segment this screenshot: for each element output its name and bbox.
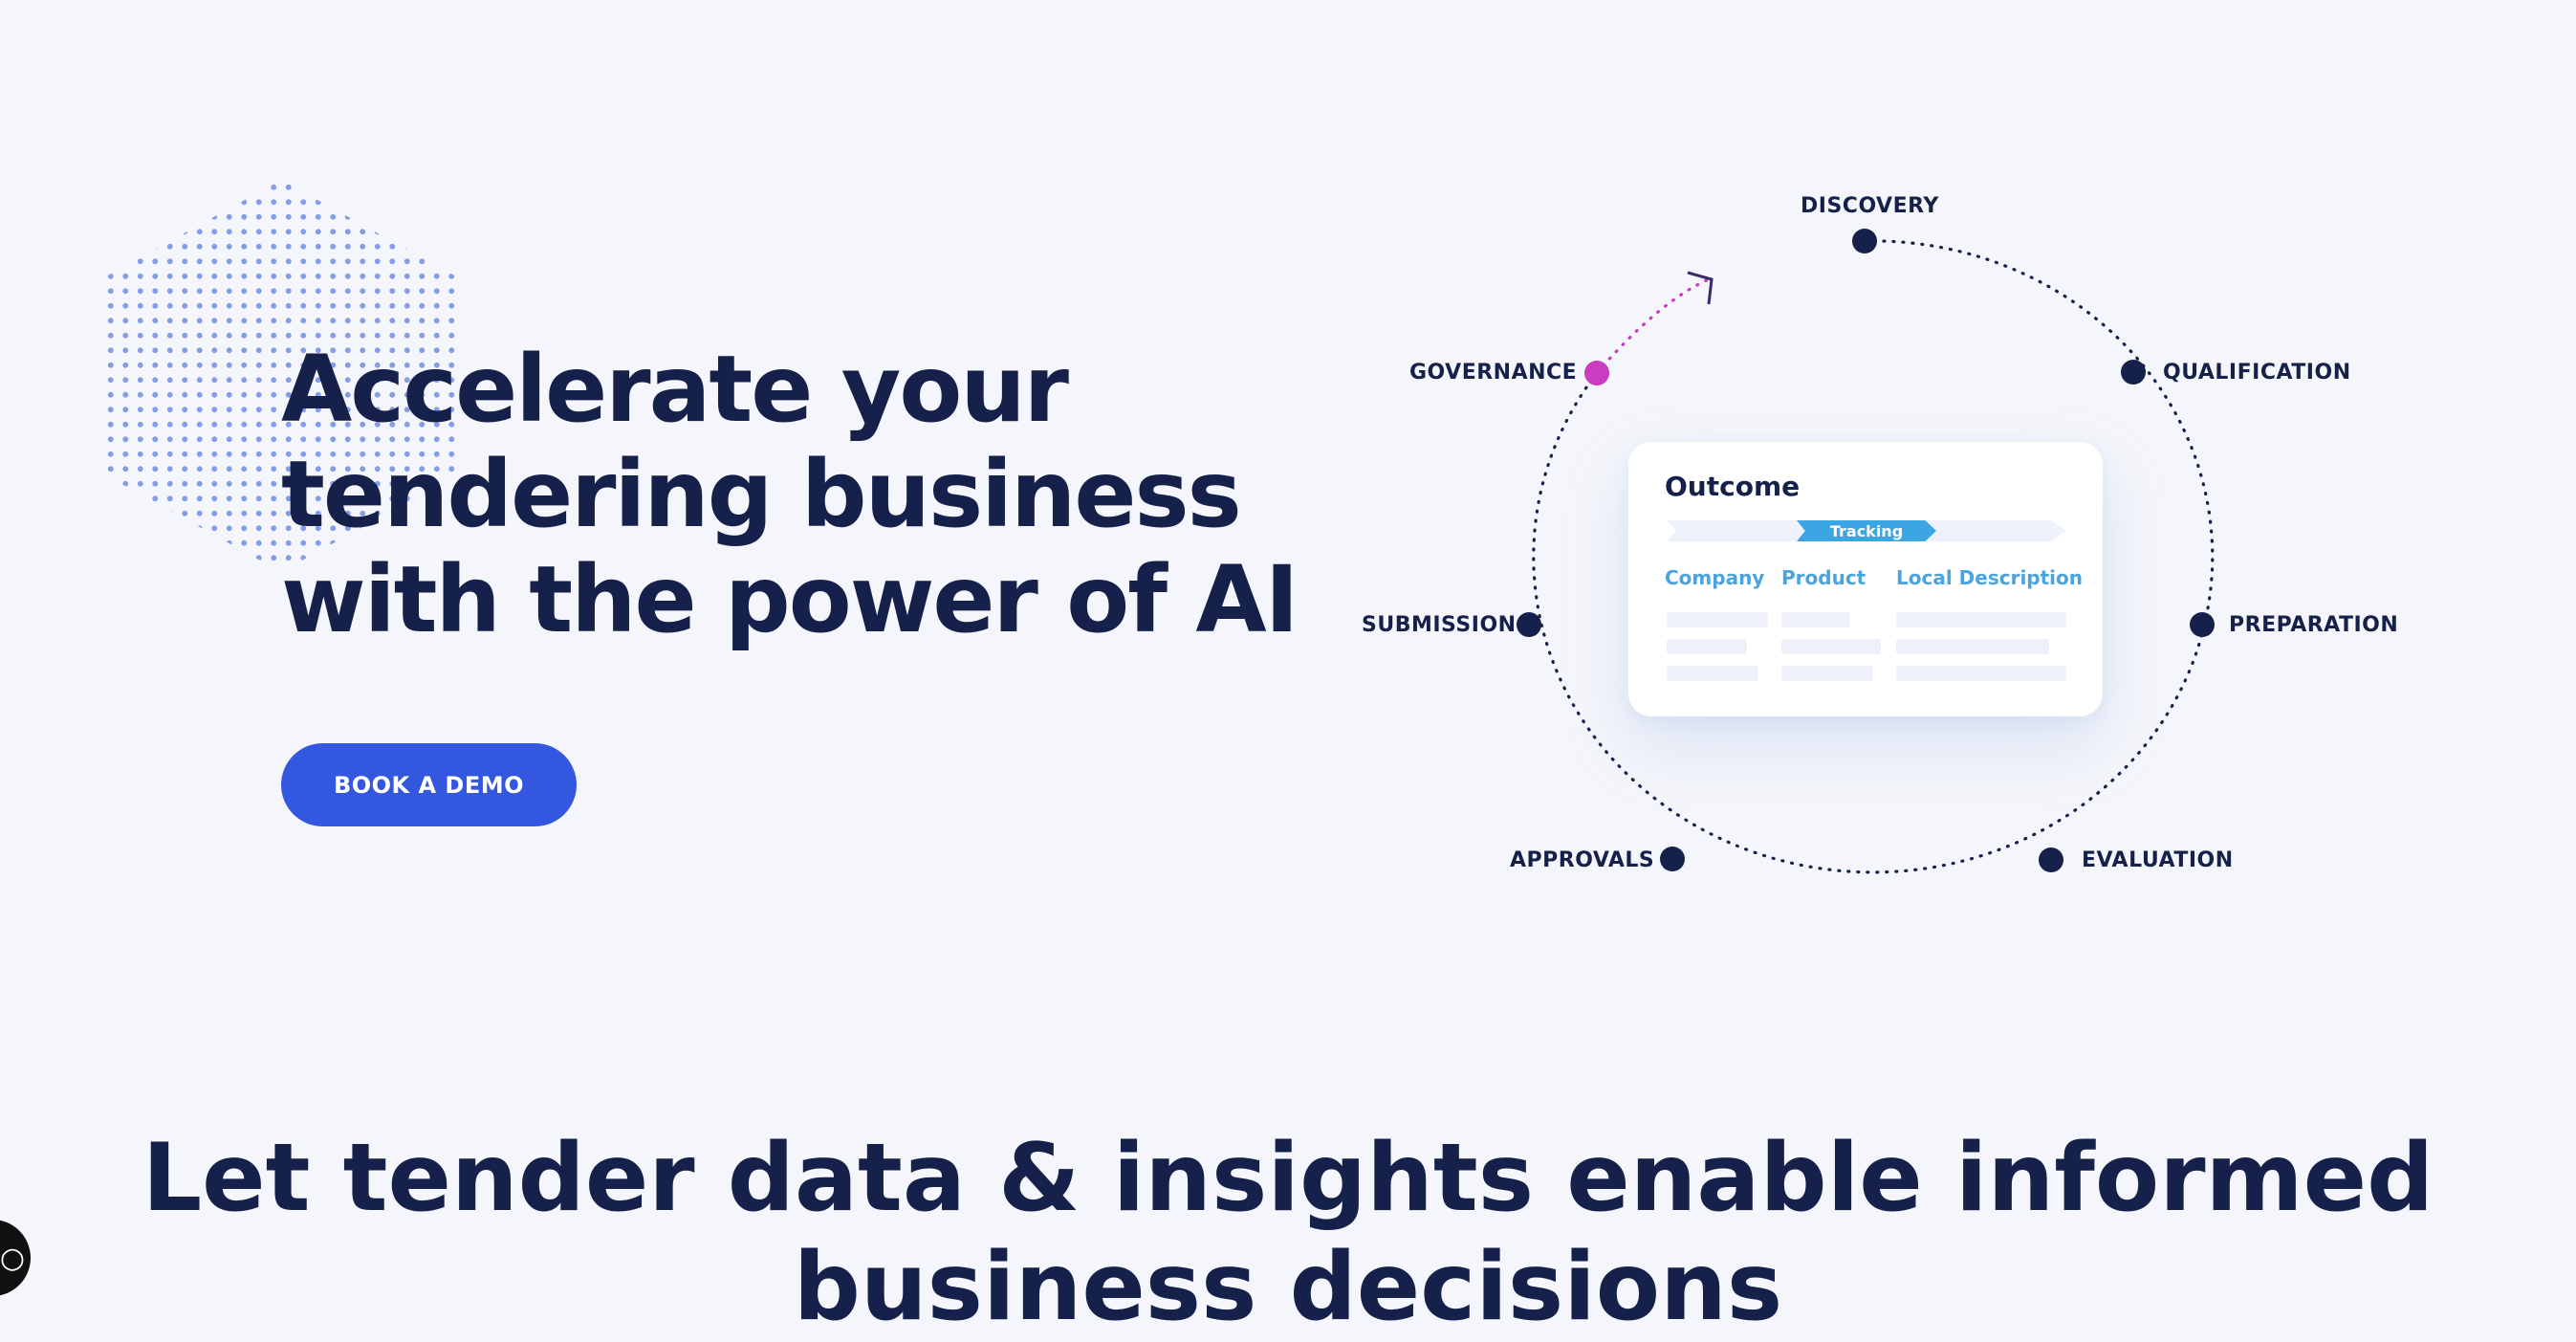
hero-title: Accelerate your tendering business with … <box>281 337 1333 652</box>
arrowhead-icon <box>1687 271 1714 305</box>
stage-label-preparation: PREPARATION <box>2229 613 2399 637</box>
section-title-line-1: Let tender data & insights enable inform… <box>142 1124 2434 1233</box>
chat-bubble-icon: ○ <box>0 1241 25 1275</box>
placeholder-cell <box>1667 612 1768 627</box>
placeholder-cell <box>1781 639 1881 654</box>
hero-title-line-3: with the power of AI <box>281 546 1299 653</box>
placeholder-cell <box>1781 666 1873 681</box>
section-title: Let tender data & insights enable inform… <box>0 1124 2576 1342</box>
approvals-node <box>1660 847 1685 871</box>
column-header-company: Company <box>1665 566 1765 589</box>
placeholder-cell <box>1896 639 2049 654</box>
placeholder-cell <box>1667 666 1758 681</box>
section-title-line-2: business decisions <box>793 1233 1783 1342</box>
hero-title-line-2: tendering business <box>281 441 1242 548</box>
stage-label-evaluation: EVALUATION <box>2082 848 2234 872</box>
hero-title-line-1: Accelerate your <box>281 336 1069 443</box>
governance-node <box>1584 361 1609 385</box>
placeholder-cell <box>1896 612 2066 627</box>
column-header-product: Product <box>1781 566 1867 589</box>
discovery-node <box>1852 229 1877 253</box>
placeholder-cell <box>1896 666 2066 681</box>
evaluation-node <box>2039 847 2063 872</box>
placeholder-cell <box>1781 612 1850 627</box>
outcome-card-title: Outcome <box>1665 471 1801 502</box>
stage-label-governance: GOVERNANCE <box>1409 361 1578 385</box>
stage-label-approvals: APPROVALS <box>1510 848 1655 872</box>
preparation-node <box>2190 612 2215 637</box>
stage-label-discovery: DISCOVERY <box>1801 194 1939 218</box>
chat-widget-button[interactable]: ○ <box>0 1220 31 1296</box>
qualification-node <box>2121 360 2146 385</box>
stage-label-qualification: QUALIFICATION <box>2163 361 2351 385</box>
placeholder-cell <box>1667 639 1747 654</box>
tracking-badge: Tracking <box>1797 520 1936 541</box>
book-demo-button[interactable]: BOOK A DEMO <box>281 743 577 826</box>
column-header-local-description: Local Description <box>1896 566 2084 589</box>
submission-node <box>1517 612 1541 637</box>
outcome-card: Outcome Tracking Company Product Local D… <box>1628 442 2103 716</box>
stage-label-submission: SUBMISSION <box>1362 613 1517 637</box>
governance-arrow <box>1595 277 1711 375</box>
